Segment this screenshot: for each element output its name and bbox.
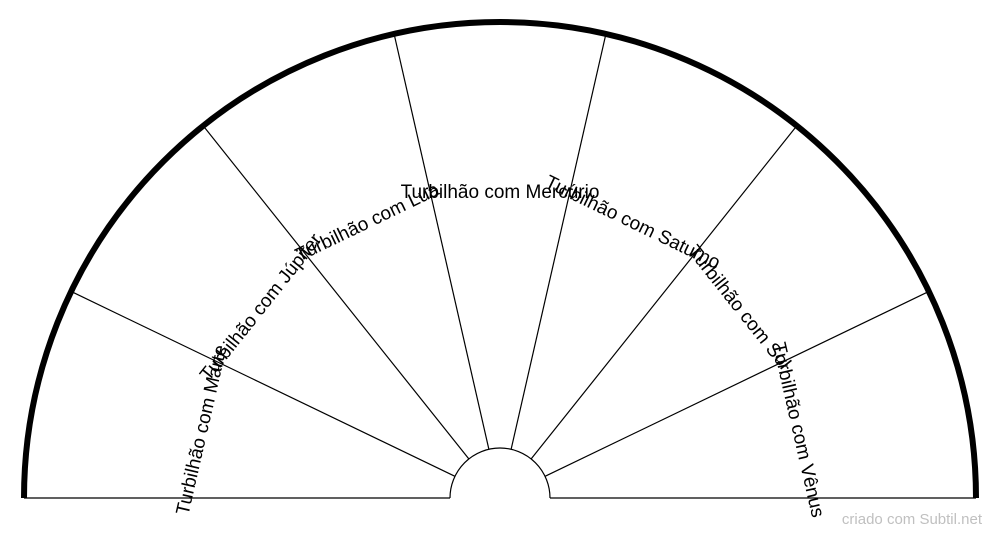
sector-dividers xyxy=(72,35,928,477)
sector-divider xyxy=(203,127,470,460)
sector-divider xyxy=(530,127,797,460)
inner-arc xyxy=(449,447,551,499)
sector-divider xyxy=(510,35,607,450)
outer-arc xyxy=(21,19,979,499)
sector-label: Turbilhão com Mercúrio xyxy=(401,182,600,203)
credit-text: criado com Subtil.net xyxy=(841,511,982,528)
sector-divider xyxy=(393,35,490,450)
sector-label: Turbilhão com Vênus xyxy=(768,341,828,520)
sector-divider xyxy=(72,291,456,477)
sector-divider xyxy=(544,291,928,477)
